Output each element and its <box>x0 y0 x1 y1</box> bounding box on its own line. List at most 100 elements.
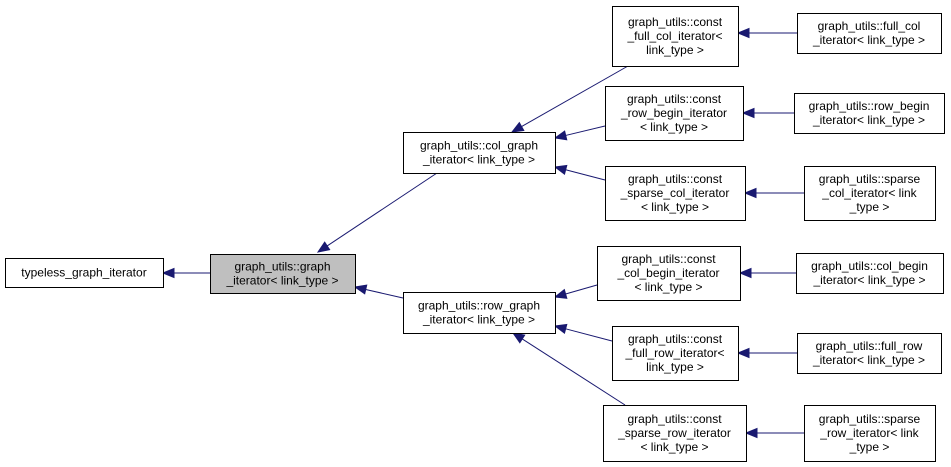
edge-line <box>365 288 404 299</box>
class-node-box <box>5 258 164 288</box>
class-node-col-begin[interactable]: graph_utils::col_begin_iterator< link_ty… <box>796 253 944 294</box>
arrowhead-icon <box>743 187 757 199</box>
class-node-const-full-col[interactable]: graph_utils::const_full_col_iterator<lin… <box>612 6 739 67</box>
arrowhead-icon <box>738 267 752 279</box>
edge-line <box>565 328 613 342</box>
class-name-line: _type > <box>849 200 890 214</box>
class-name-line: link_type > <box>646 43 704 57</box>
edge-line <box>565 125 606 136</box>
class-name-line: _full_col_iterator< <box>626 29 722 43</box>
class-name-line: < link_type > <box>640 120 708 134</box>
inheritance-edge-row_begin-to-const_row_begin <box>741 107 794 119</box>
class-name-line: graph_utils::row_graph <box>418 299 540 313</box>
class-name-line: graph_utils::full_row <box>816 339 923 353</box>
inheritance-edge-full_row-to-const_full_row <box>736 347 797 359</box>
edge-line <box>326 172 438 247</box>
class-name-line: graph_utils::const <box>627 92 722 106</box>
class-name-line: _iterator< link_type > <box>812 33 925 47</box>
class-name-line: typeless_graph_iterator <box>21 266 146 280</box>
class-name-line: graph_utils::sparse <box>819 412 921 426</box>
class-node-box <box>605 86 744 141</box>
class-name-line: < link_type > <box>640 440 708 454</box>
class-name-line: < link_type > <box>634 280 702 294</box>
class-nodes: typeless_graph_iterator graph_utils::grap… <box>5 6 945 462</box>
class-name-line: _iterator< link_type > <box>812 113 925 127</box>
arrowhead-icon <box>553 130 568 141</box>
class-name-line: graph_utils::col_graph <box>420 139 538 153</box>
inheritance-edge-const_sparse_col-to-col_graph_iterator <box>553 164 606 181</box>
class-node-const-sparse-row[interactable]: graph_utils::const_sparse_row_iterator< … <box>603 405 747 462</box>
edge-line <box>521 338 626 406</box>
class-name-line: _iterator< link_type > <box>225 274 338 288</box>
inheritance-edge-const_row_begin-to-col_graph_iterator <box>553 125 606 141</box>
inheritance-edge-row_graph_iterator-to-graph_iterator <box>353 284 404 299</box>
class-node-box <box>597 246 741 301</box>
class-node-row-begin[interactable]: graph_utils::row_begin_iterator< link_ty… <box>794 93 945 134</box>
edge-line <box>565 284 598 295</box>
arrowhead-icon <box>553 323 568 334</box>
class-name-line: graph_utils::full_col <box>818 19 921 33</box>
class-name-line: _sparse_row_iterator <box>617 426 731 440</box>
class-node-box <box>794 93 945 134</box>
class-node-box <box>797 13 942 54</box>
class-node-box <box>804 166 936 221</box>
class-name-line: < link_type > <box>641 200 709 214</box>
arrowhead-icon <box>511 332 526 344</box>
edge-line <box>521 65 629 127</box>
class-name-line: graph_utils::const <box>628 15 723 29</box>
class-node-box <box>612 326 739 381</box>
inheritance-edge-const_sparse_row-to-row_graph_iterator <box>511 332 626 406</box>
class-node-box <box>210 254 356 294</box>
class-node-const-row-begin[interactable]: graph_utils::const_row_begin_iterator< l… <box>605 86 744 141</box>
class-node-typeless[interactable]: typeless_graph_iterator <box>5 258 164 288</box>
class-name-line: _iterator< link_type > <box>422 313 535 327</box>
class-name-line: _iterator< link_type > <box>812 273 925 287</box>
arrowhead-icon <box>736 347 750 359</box>
arrowhead-icon <box>736 27 750 39</box>
inheritance-edge-const_full_row-to-row_graph_iterator <box>553 323 613 342</box>
arrowhead-icon <box>353 284 368 295</box>
inheritance-edge-full_col-to-const_full_col <box>736 27 797 39</box>
class-node-graph-iterator: graph_utils::graph_iterator< link_type > <box>210 254 356 294</box>
class-name-line: _row_begin_iterator <box>620 106 727 120</box>
class-name-line: _full_row_iterator< <box>624 346 724 360</box>
class-name-line: graph_utils::row_begin <box>809 99 930 113</box>
class-name-line: graph_utils::const <box>621 252 716 266</box>
class-node-const-full-row[interactable]: graph_utils::const_full_row_iterator<lin… <box>612 326 739 381</box>
class-node-row-graph-iterator[interactable]: graph_utils::row_graph_iterator< link_ty… <box>403 292 556 334</box>
class-node-const-sparse-col[interactable]: graph_utils::const_sparse_col_iterator< … <box>605 166 746 221</box>
class-node-col-graph-iterator[interactable]: graph_utils::col_graph_iterator< link_ty… <box>403 132 556 174</box>
class-node-box <box>603 405 747 462</box>
class-name-line: _iterator< link_type > <box>422 153 535 167</box>
class-name-line: graph_utils::sparse <box>819 172 921 186</box>
class-node-box <box>612 6 739 67</box>
inheritance-edges <box>161 27 804 439</box>
class-node-sparse-row[interactable]: graph_utils::sparse_row_iterator< link_t… <box>804 405 936 462</box>
class-node-box <box>403 132 556 174</box>
class-name-line: _sparse_col_iterator <box>620 186 730 200</box>
class-node-const-col-begin[interactable]: graph_utils::const_col_begin_iterator< l… <box>597 246 741 301</box>
arrowhead-icon <box>510 121 525 133</box>
inheritance-edge-col_graph_iterator-to-graph_iterator <box>316 172 438 253</box>
class-node-box <box>796 253 944 294</box>
arrowhead-icon <box>161 267 175 279</box>
class-name-line: graph_utils::const <box>627 412 722 426</box>
class-node-box <box>804 405 936 462</box>
inheritance-edge-const_full_col-to-col_graph_iterator <box>510 65 629 133</box>
class-name-line: link_type > <box>646 360 704 374</box>
inheritance-edge-sparse_row-to-const_sparse_row <box>744 427 804 439</box>
class-node-sparse-col[interactable]: graph_utils::sparse_col_iterator< link_t… <box>804 166 936 221</box>
arrowhead-icon <box>744 427 758 439</box>
class-name-line: graph_utils::const <box>628 172 723 186</box>
class-name-line: _type > <box>849 440 890 454</box>
class-node-full-row[interactable]: graph_utils::full_row_iterator< link_typ… <box>797 333 942 374</box>
arrowhead-icon <box>553 164 568 175</box>
class-name-line: _iterator< link_type > <box>812 353 925 367</box>
class-node-full-col[interactable]: graph_utils::full_col_iterator< link_typ… <box>797 13 942 54</box>
class-node-box <box>403 292 556 334</box>
arrowhead-icon <box>741 107 755 119</box>
arrowhead-icon <box>316 241 331 253</box>
class-name-line: graph_utils::graph <box>234 260 330 274</box>
class-name-line: graph_utils::col_begin <box>811 259 928 273</box>
